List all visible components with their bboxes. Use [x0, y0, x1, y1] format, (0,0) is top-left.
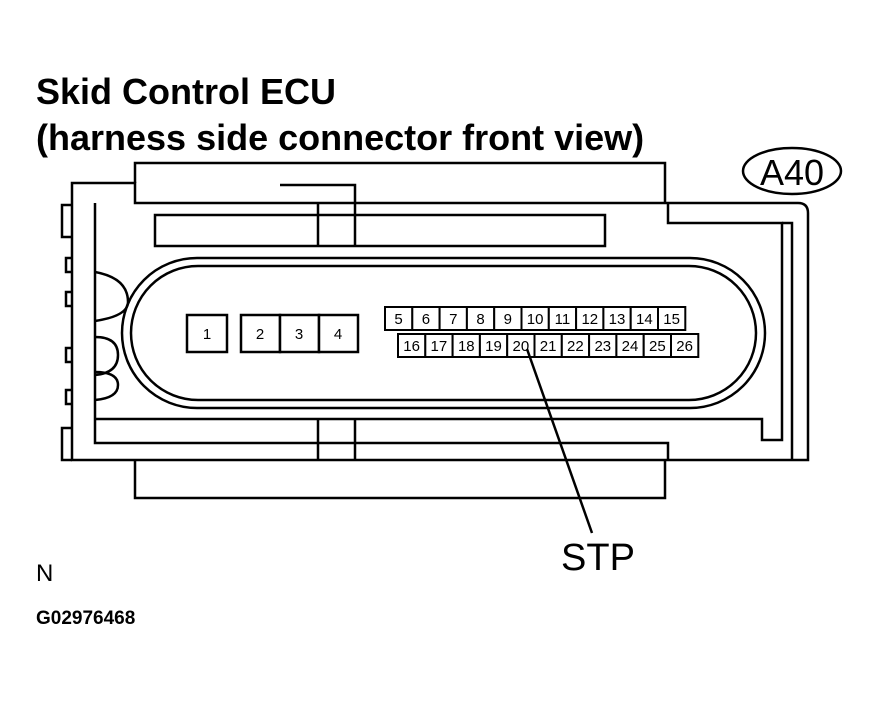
pin-label: 20 — [513, 338, 530, 355]
pin-7: 7 — [438, 306, 468, 331]
left-latch-bump — [94, 270, 130, 323]
pin-row-bottom: 16 17 18 19 20 21 22 23 24 25 26 — [397, 333, 700, 358]
large-pin-group: 1 2 3 4 — [185, 313, 360, 354]
pin-9: 9 — [493, 306, 523, 331]
oval-housing-outer — [120, 256, 767, 410]
pin-25: 25 — [642, 333, 673, 358]
pin-8: 8 — [465, 306, 496, 331]
pin-label: 17 — [431, 338, 448, 355]
pin-label: 22 — [567, 338, 584, 355]
pin-label: 13 — [609, 311, 626, 328]
pin-26: 26 — [670, 333, 700, 358]
pin-5: 5 — [384, 306, 414, 331]
pin-19: 19 — [478, 333, 509, 358]
pin-label: 15 — [663, 311, 680, 328]
north-marker: N — [36, 560, 54, 587]
pin-label: 16 — [403, 338, 420, 355]
pin-label: 14 — [636, 311, 653, 328]
top-rail — [153, 213, 607, 248]
pin-label: 4 — [334, 326, 342, 343]
pin-label: 11 — [555, 311, 571, 328]
pin-label: 12 — [581, 311, 598, 328]
pin-label: 26 — [676, 338, 693, 355]
title-line-1: Skid Control ECU — [36, 71, 337, 112]
pin-row-top: 5 6 7 8 9 10 11 12 13 14 15 — [384, 306, 687, 331]
pin-24: 24 — [615, 333, 645, 358]
pin-label: 8 — [476, 311, 484, 328]
pin-3: 3 — [278, 313, 321, 354]
pin-4: 4 — [317, 313, 360, 354]
connector-bottom-cap — [133, 460, 667, 500]
top-key — [280, 183, 357, 215]
pin-label: 24 — [622, 338, 639, 355]
connector-id-badge — [741, 146, 843, 196]
figure-id: G02976468 — [36, 608, 136, 629]
pin-21: 21 — [533, 333, 563, 358]
pin-label: 10 — [527, 311, 544, 328]
pin-label: 7 — [449, 311, 457, 328]
pin-label: 19 — [485, 338, 502, 355]
pin-10: 10 — [520, 306, 550, 331]
pin-label: 6 — [422, 311, 430, 328]
pin-label: 1 — [203, 326, 211, 343]
oval-housing-inner — [129, 264, 758, 402]
pin-1: 1 — [185, 313, 229, 354]
pin-2: 2 — [239, 313, 282, 354]
pin-15: 15 — [657, 306, 687, 331]
pin-label: 9 — [504, 311, 512, 328]
pin-label: 3 — [295, 326, 303, 343]
pin-label: 5 — [394, 311, 402, 328]
connector-id-label: A40 — [760, 152, 824, 193]
callout-leader-line — [525, 348, 594, 534]
pin-6: 6 — [411, 306, 441, 331]
pin-18: 18 — [451, 333, 481, 358]
callout-label-stp: STP — [561, 537, 635, 579]
pin-13: 13 — [602, 306, 632, 331]
pin-16: 16 — [397, 333, 427, 358]
pin-label: 25 — [649, 338, 666, 355]
connector-inner-frame — [93, 203, 670, 460]
title-line-2: (harness side connector front view) — [36, 117, 645, 158]
pin-label: 2 — [256, 326, 264, 343]
pin-23: 23 — [588, 333, 618, 358]
connector-outer-body — [70, 181, 810, 462]
pin-12: 12 — [575, 306, 605, 331]
pin-20: 20 — [506, 333, 536, 358]
connector-top-cap — [133, 161, 667, 203]
pin-label: 21 — [540, 338, 557, 355]
pin-label: 23 — [594, 338, 611, 355]
pin-11: 11 — [547, 306, 578, 331]
right-lock-lever — [666, 203, 784, 442]
pin-14: 14 — [629, 306, 660, 331]
bottom-key — [316, 419, 357, 460]
pin-label: 18 — [458, 338, 475, 355]
pin-17: 17 — [424, 333, 454, 358]
pin-22: 22 — [560, 333, 591, 358]
